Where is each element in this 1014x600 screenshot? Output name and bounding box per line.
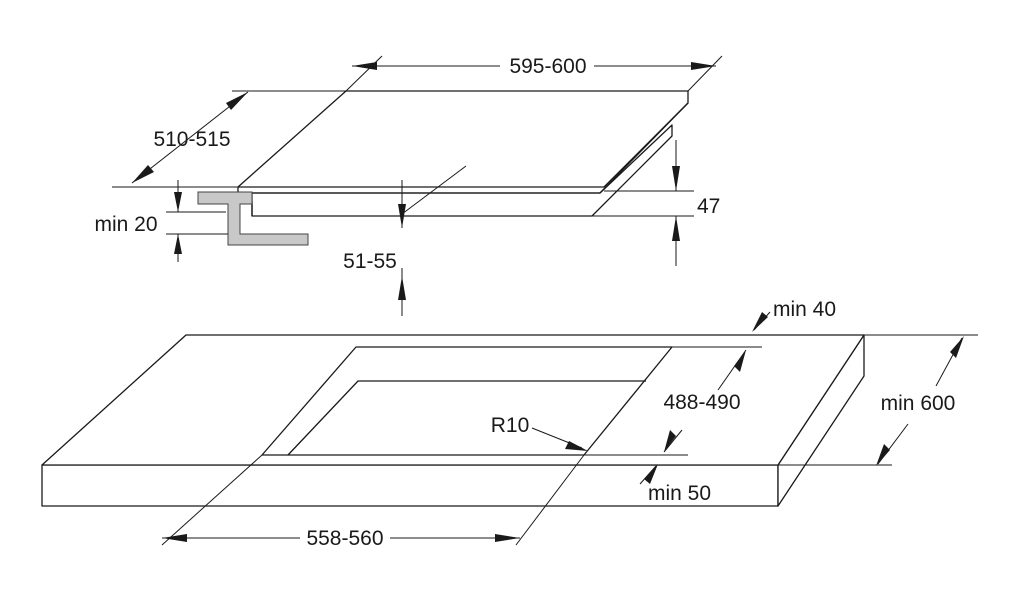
mounting-bracket: [197, 191, 309, 246]
arrowhead: [174, 234, 182, 254]
worktop-dimension-lines: [161, 311, 978, 546]
back-margin-label: min 40: [773, 298, 836, 321]
hob-depth-label: 510-515: [153, 128, 230, 151]
arrowhead: [398, 276, 406, 300]
arrowhead: [691, 62, 716, 70]
arrowhead: [752, 312, 768, 332]
hob-drawing: [197, 90, 689, 246]
arrowhead: [398, 204, 406, 228]
cutout-depth-label: 488-490: [663, 391, 740, 414]
arrowhead: [672, 166, 680, 191]
arrowhead: [226, 92, 248, 110]
hob-glass-top: [237, 90, 689, 188]
clearance-below-label: min 20: [94, 213, 157, 236]
worktop-drawing: [41, 334, 865, 507]
arrowhead: [352, 62, 377, 70]
arrowhead: [565, 441, 588, 451]
arrowhead: [950, 336, 964, 358]
arrowhead: [672, 216, 680, 241]
arrowhead: [664, 430, 676, 452]
cutout-inner: [287, 380, 646, 456]
arrowhead: [876, 444, 890, 466]
cutout-width-label: 558-560: [306, 527, 383, 550]
arrowhead: [162, 534, 187, 542]
arrowhead: [495, 534, 520, 542]
arrowhead: [644, 464, 658, 484]
arrowhead: [174, 192, 182, 212]
arrowhead: [734, 350, 746, 372]
corner-radius-label: R10: [491, 414, 530, 437]
front-margin-label: min 50: [648, 482, 711, 505]
hob-dimension-lines: [112, 55, 723, 316]
hob-height-label: 47: [697, 195, 720, 218]
hob-width-label: 595-600: [509, 55, 586, 78]
worktop-depth-label: min 600: [881, 392, 956, 415]
arrowhead: [132, 165, 154, 183]
insertion-depth-label: 51-55: [343, 250, 397, 273]
